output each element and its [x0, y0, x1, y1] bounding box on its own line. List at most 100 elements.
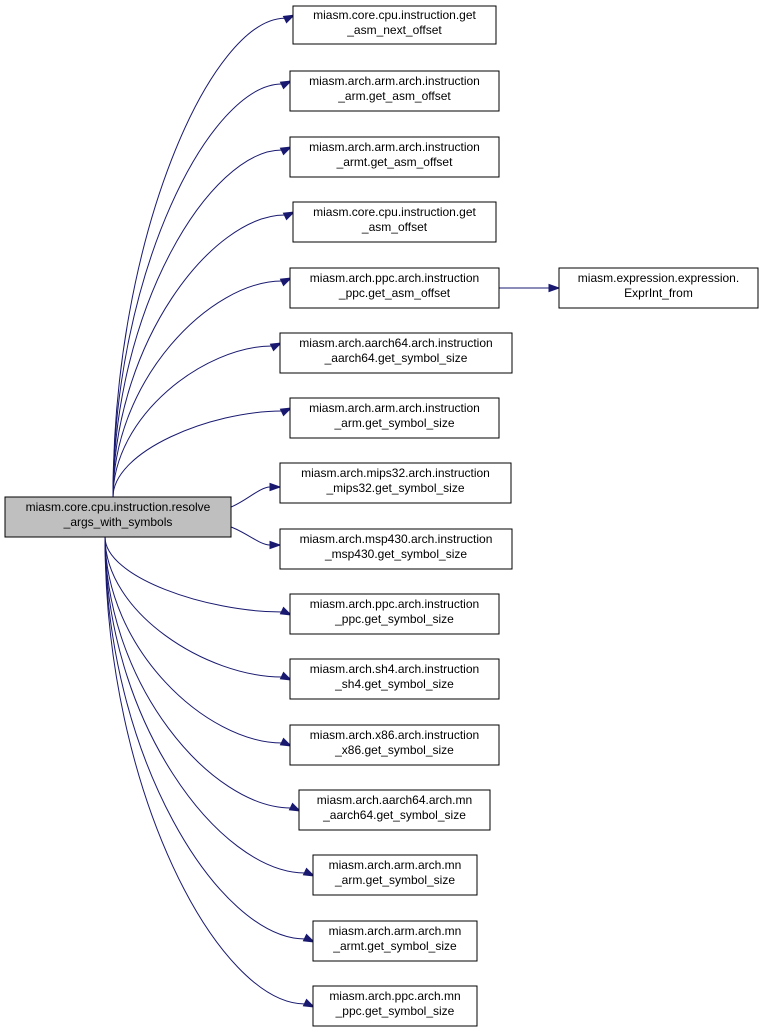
arrowhead [302, 998, 316, 1008]
node-n8[interactable]: miasm.arch.arm.arch.instruction_arm.get_… [289, 397, 500, 439]
node-label-line: miasm.core.cpu.instruction.get [313, 8, 476, 22]
edge-root-n5 [112, 277, 293, 498]
node-label-line: miasm.arch.arm.arch.mn [329, 924, 462, 938]
node-n5[interactable]: miasm.arch.ppc.arch.instruction_ppc.get_… [289, 267, 500, 309]
edge-root-n3 [112, 146, 293, 498]
node-label-line: _ppc.get_symbol_size [334, 612, 454, 626]
node-n3[interactable]: miasm.arch.arm.arch.instruction_armt.get… [289, 136, 500, 178]
node-label-line: miasm.arch.arm.arch.mn [329, 858, 462, 872]
node-box [289, 136, 500, 178]
arrowhead [269, 482, 282, 492]
node-box [279, 528, 513, 570]
node-n7[interactable]: miasm.arch.aarch64.arch.instruction_aarc… [279, 332, 513, 374]
node-n13[interactable]: miasm.arch.x86.arch.instruction_x86.get_… [289, 724, 500, 766]
node-n2[interactable]: miasm.arch.arm.arch.instruction_arm.get_… [289, 70, 500, 112]
node-n16[interactable]: miasm.arch.arm.arch.mn_armt.get_symbol_s… [312, 920, 478, 962]
edge-root-n8 [112, 407, 293, 498]
node-n11[interactable]: miasm.arch.ppc.arch.instruction_ppc.get_… [289, 593, 500, 635]
node-label-line: miasm.arch.ppc.arch.instruction [310, 271, 479, 285]
node-box [289, 267, 500, 309]
node-box [289, 658, 500, 700]
node-label-line: _arm.get_symbol_size [333, 416, 454, 430]
node-box [558, 267, 759, 309]
arrowhead [279, 277, 293, 287]
node-label-line: _ppc.get_symbol_size [335, 1004, 455, 1018]
node-label-line: _arm.get_asm_offset [337, 89, 451, 103]
node-box [289, 593, 500, 635]
node-box [312, 985, 478, 1027]
node-label-line: miasm.core.cpu.instruction.get [313, 205, 476, 219]
node-box [292, 201, 497, 243]
node-label-line: _arm.get_symbol_size [334, 873, 455, 887]
arrowhead [279, 146, 293, 156]
node-label-line: miasm.core.cpu.instruction.resolve [26, 500, 211, 514]
edge-root-n14 [104, 536, 302, 812]
edge-root-n9 [230, 482, 282, 508]
edges-layer [104, 14, 561, 1008]
node-box [292, 5, 497, 45]
node-label-line: _sh4.get_symbol_size [334, 677, 454, 691]
node-label-line: ExprInt_from [624, 286, 693, 300]
node-label-line: miasm.arch.arm.arch.instruction [309, 401, 480, 415]
node-n1[interactable]: miasm.core.cpu.instruction.get_asm_next_… [292, 5, 497, 45]
edge-root-n16 [104, 536, 316, 943]
edge-root-n12 [104, 536, 293, 681]
node-label-line: _args_with_symbols [63, 515, 173, 529]
node-label-line: miasm.arch.ppc.arch.instruction [310, 597, 479, 611]
node-n10[interactable]: miasm.arch.msp430.arch.instruction_msp43… [279, 528, 513, 570]
arrowhead [279, 80, 293, 90]
node-label-line: miasm.arch.x86.arch.instruction [310, 728, 479, 742]
node-box [289, 724, 500, 766]
node-label-line: _asm_offset [361, 220, 428, 234]
arrowhead [279, 606, 293, 616]
node-box [298, 789, 491, 831]
node-label-line: _asm_next_offset [346, 23, 442, 37]
node-n6[interactable]: miasm.expression.expression.ExprInt_from [558, 267, 759, 309]
arrowhead [279, 737, 293, 747]
edge-root-n4 [112, 211, 296, 498]
node-box [289, 397, 500, 439]
node-n14[interactable]: miasm.arch.aarch64.arch.mn_aarch64.get_s… [298, 789, 491, 831]
edge-root-n2 [112, 80, 293, 498]
node-box [312, 854, 478, 896]
node-label-line: miasm.expression.expression. [578, 271, 739, 285]
node-label-line: _mips32.get_symbol_size [325, 481, 464, 495]
node-box [312, 920, 478, 962]
node-label-line: _armt.get_symbol_size [332, 939, 457, 953]
edge-root-n17 [104, 536, 316, 1008]
edge-n5-n6 [499, 283, 561, 293]
node-label-line: miasm.arch.ppc.arch.mn [329, 989, 460, 1003]
node-box [289, 70, 500, 112]
node-label-line: _x86.get_symbol_size [334, 743, 454, 757]
arrowhead [288, 802, 302, 812]
node-n9[interactable]: miasm.arch.mips32.arch.instruction_mips3… [279, 462, 512, 504]
arrowhead [279, 407, 293, 417]
edge-root-n7 [112, 342, 283, 498]
node-n4[interactable]: miasm.core.cpu.instruction.get_asm_offse… [292, 201, 497, 243]
edge-root-n15 [104, 536, 316, 877]
node-label-line: miasm.arch.aarch64.arch.mn [317, 793, 472, 807]
node-box [4, 496, 232, 538]
root-node[interactable]: miasm.core.cpu.instruction.resolve_args_… [4, 496, 232, 538]
arrowhead [282, 211, 296, 221]
node-label-line: _armt.get_asm_offset [336, 155, 454, 169]
node-label-line: miasm.arch.arm.arch.instruction [309, 140, 480, 154]
edge-root-n11 [104, 536, 293, 616]
node-label-line: miasm.arch.arm.arch.instruction [309, 74, 480, 88]
node-n17[interactable]: miasm.arch.ppc.arch.mn_ppc.get_symbol_si… [312, 985, 478, 1027]
arrowhead [269, 342, 283, 352]
edge-root-n10 [230, 526, 282, 550]
arrowhead [302, 867, 316, 877]
arrowhead [279, 671, 293, 681]
arrowhead [269, 540, 282, 550]
node-label-line: miasm.arch.sh4.arch.instruction [310, 662, 479, 676]
node-n12[interactable]: miasm.arch.sh4.arch.instruction_sh4.get_… [289, 658, 500, 700]
node-box [279, 462, 512, 504]
node-label-line: miasm.arch.msp430.arch.instruction [300, 532, 493, 546]
arrowhead [548, 283, 561, 293]
arrowhead [302, 933, 316, 943]
node-label-line: _aarch64.get_symbol_size [324, 351, 468, 365]
nodes-layer: miasm.core.cpu.instruction.resolve_args_… [4, 5, 759, 1027]
node-n15[interactable]: miasm.arch.arm.arch.mn_arm.get_symbol_si… [312, 854, 478, 896]
